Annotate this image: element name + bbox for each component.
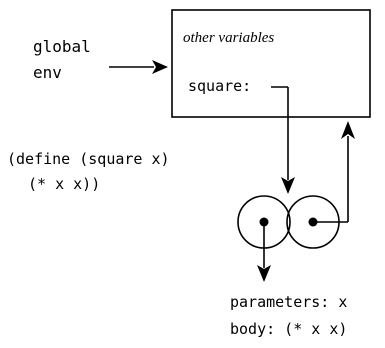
procedure-code-pointer [257, 222, 271, 282]
binding-square-label: square: [188, 77, 251, 95]
global-env-label-line2: env [33, 63, 62, 82]
define-expression-line2: (* x x)) [28, 175, 100, 193]
define-expression-line1: (define (square x) [7, 150, 170, 168]
global-env-arrow [109, 60, 168, 74]
global-env-label-line1: global [33, 37, 91, 56]
procedure-parameters: parameters: x [230, 293, 347, 311]
binding-to-procedure-arrow [271, 86, 295, 194]
procedure-body: body: (* x x) [230, 320, 347, 338]
global-frame-box [171, 9, 371, 118]
procedure-env-pointer [313, 121, 355, 223]
frame-header: other variables [183, 30, 274, 46]
